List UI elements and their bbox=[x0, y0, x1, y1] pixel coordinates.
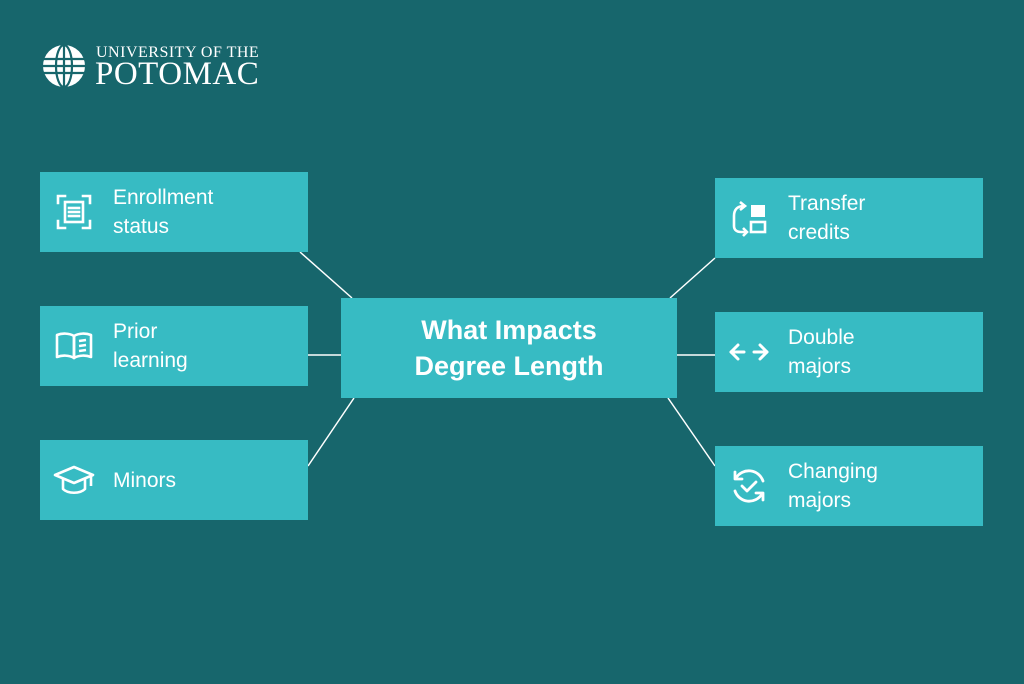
transfer-icon bbox=[732, 200, 767, 237]
node-double-majors: Double majors bbox=[715, 312, 983, 392]
node-changing-majors: Changing majors bbox=[715, 446, 983, 526]
node-label: Prior learning bbox=[113, 320, 188, 372]
connector-changing-majors bbox=[667, 397, 716, 467]
document-scan-icon bbox=[56, 194, 92, 230]
node-enrollment-status: Enrollment status bbox=[40, 172, 308, 252]
connector-transfer bbox=[669, 257, 716, 299]
node-label: Transfer credits bbox=[788, 192, 866, 244]
node-label: Changing majors bbox=[788, 460, 878, 512]
university-logo: UNIVERSITY OF THE POTOMAC bbox=[40, 40, 280, 92]
open-book-icon bbox=[55, 332, 93, 360]
logo-line-2: POTOMAC bbox=[95, 56, 260, 92]
double-arrow-icon bbox=[729, 343, 769, 361]
node-label: Double majors bbox=[788, 326, 855, 378]
connector-minors bbox=[307, 397, 355, 467]
node-minors: Minors bbox=[40, 440, 308, 520]
node-transfer-credits: Transfer credits bbox=[715, 178, 983, 258]
node-label: Minors bbox=[113, 468, 177, 492]
connector-enrollment bbox=[299, 251, 353, 299]
refresh-check-icon bbox=[733, 469, 765, 503]
graduation-cap-icon bbox=[53, 465, 95, 495]
globe-icon bbox=[43, 43, 85, 89]
node-prior-learning: Prior learning bbox=[40, 306, 308, 386]
logo-line-1: UNIVERSITY OF THE bbox=[96, 44, 260, 61]
central-topic: What Impacts Degree Length bbox=[341, 298, 677, 398]
central-topic-label: What Impacts Degree Length bbox=[414, 315, 604, 381]
node-label: Enrollment status bbox=[113, 186, 214, 238]
